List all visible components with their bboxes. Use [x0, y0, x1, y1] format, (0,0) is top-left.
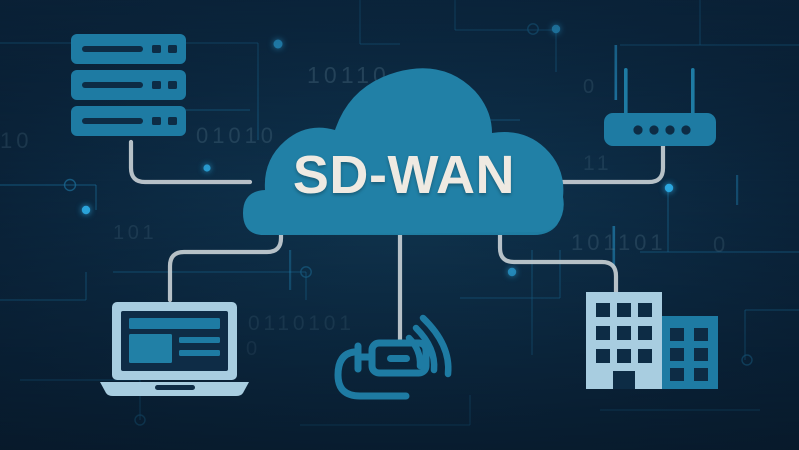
binary-string: 0 — [583, 76, 598, 98]
iot-slot — [387, 355, 410, 362]
connector-cloud-router — [553, 134, 666, 185]
screen-text-line — [179, 350, 220, 356]
server-unit — [71, 34, 186, 64]
buildings[interactable] — [586, 292, 718, 389]
connector-cloud-buildings — [497, 227, 619, 295]
router-body — [604, 113, 716, 146]
laptop[interactable] — [100, 302, 249, 396]
screen-header-bar — [129, 318, 220, 329]
binary-string: 101101 — [571, 230, 667, 255]
iot-device[interactable] — [334, 314, 452, 400]
router-antenna — [691, 68, 695, 116]
binary-string: 0110101 — [248, 312, 355, 335]
building-annex — [660, 316, 718, 389]
binary-string: 01010 — [196, 123, 277, 148]
screen-content-block — [129, 334, 172, 363]
connector-cloud-laptop — [167, 227, 284, 303]
binary-string: 11 — [583, 152, 613, 175]
connector-cloud-server — [128, 139, 253, 185]
building-tower — [586, 292, 662, 389]
binary-string: 0 — [713, 232, 730, 257]
server-unit — [71, 106, 186, 136]
sd-wan-cloud[interactable] — [243, 68, 564, 235]
router[interactable] — [604, 68, 716, 146]
server-unit — [71, 70, 186, 100]
router-antenna — [624, 68, 628, 116]
iot-signal-arcs — [405, 314, 452, 378]
iot-cable — [334, 348, 410, 400]
binary-string: 10 — [0, 128, 33, 153]
screen-text-line — [179, 337, 220, 343]
cloud-shape — [243, 68, 564, 235]
binary-string: 101 — [113, 222, 158, 244]
binary-string: 0 — [246, 338, 261, 360]
sd-wan-cloud-label: SD-WAN — [292, 145, 516, 205]
laptop-trackpad — [155, 385, 195, 390]
server-stack[interactable] — [71, 34, 186, 136]
router-leds — [633, 125, 691, 135]
